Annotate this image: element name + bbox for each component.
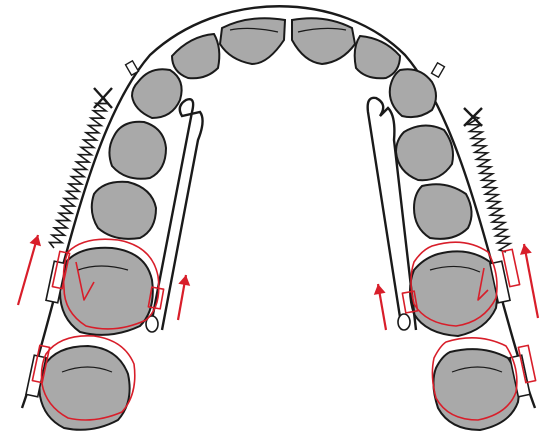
movement-arrow-left bbox=[18, 235, 38, 305]
tooth-first-molar-left bbox=[60, 248, 153, 335]
spring-stop-left bbox=[94, 88, 112, 108]
wire-stop-right bbox=[432, 63, 445, 77]
movement-arrowhead-right bbox=[374, 284, 386, 295]
dental-arch bbox=[40, 18, 519, 430]
movement-arrowhead-left bbox=[30, 235, 42, 246]
tooth-canine-right bbox=[390, 69, 436, 117]
movement-arrowhead-left bbox=[178, 275, 190, 286]
tooth-central-incisor-right bbox=[292, 18, 355, 64]
palatal-spring-loop-right bbox=[398, 314, 410, 330]
tooth-second-premolar-left bbox=[92, 182, 156, 239]
tooth-second-molar-right bbox=[433, 349, 518, 430]
open-coil-spring-right bbox=[468, 116, 510, 252]
wire-stop-left bbox=[126, 61, 139, 75]
tooth-lateral-incisor-left bbox=[172, 34, 219, 78]
tooth-central-incisor-left bbox=[220, 18, 285, 64]
tooth-canine-left bbox=[132, 69, 182, 118]
tooth-first-premolar-right bbox=[396, 125, 453, 180]
tooth-second-premolar-right bbox=[414, 184, 472, 239]
tooth-first-premolar-left bbox=[109, 122, 166, 179]
movement-arrow-right bbox=[524, 244, 538, 318]
movement-arrowhead-right bbox=[520, 244, 532, 255]
tooth-lateral-incisor-right bbox=[355, 36, 400, 78]
tooth-second-molar-left bbox=[40, 346, 130, 430]
spring-stop-right bbox=[464, 108, 482, 126]
